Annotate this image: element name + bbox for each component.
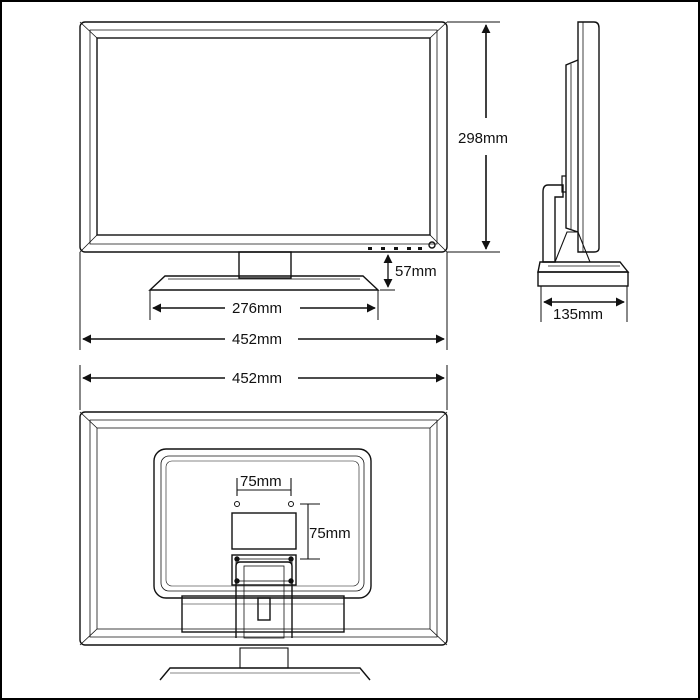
back-label-plate xyxy=(231,512,297,550)
front-height-label: 298mm xyxy=(458,130,508,147)
back-stand-base xyxy=(159,667,371,681)
power-button xyxy=(428,241,436,249)
side-extension-lines xyxy=(540,286,628,322)
dimension-back-width: 452mm xyxy=(82,370,445,387)
dimension-side-depth: 135mm xyxy=(543,297,625,323)
front-stand-base xyxy=(148,275,380,291)
side-rear-housing xyxy=(565,59,579,233)
side-depth-label: 135mm xyxy=(553,306,603,323)
back-width-label: 452mm xyxy=(232,370,282,387)
front-extension-lines xyxy=(79,21,500,350)
back-rear-cover xyxy=(153,448,372,599)
back-extension-lines xyxy=(79,365,448,410)
dimension-front-height: 298mm xyxy=(458,24,508,250)
front-control-buttons xyxy=(368,247,422,250)
front-view xyxy=(79,21,448,320)
dimension-stand-height: 57mm xyxy=(383,254,437,288)
front-width-label: 452mm xyxy=(232,331,282,348)
side-stand-arm xyxy=(542,184,564,263)
front-bezel xyxy=(79,21,448,253)
back-stand-neck xyxy=(235,561,293,638)
vesa-vertical-label: 75mm xyxy=(309,525,351,542)
vesa-screw-holes xyxy=(234,501,294,507)
dimension-vesa-vertical: 75mm xyxy=(300,503,351,560)
dimension-vesa-horizontal: 75mm xyxy=(236,473,292,496)
side-view xyxy=(537,21,630,287)
side-panel xyxy=(577,21,600,253)
back-view xyxy=(79,411,448,681)
front-screen xyxy=(96,37,431,236)
stand-height-label: 57mm xyxy=(395,263,437,280)
base-width-label: 276mm xyxy=(232,300,282,317)
side-stand-base xyxy=(537,261,630,273)
dimension-front-width: 452mm xyxy=(82,331,445,348)
front-stand-neck xyxy=(238,251,292,279)
dimension-base-width: 276mm xyxy=(152,300,376,317)
back-housing xyxy=(79,411,448,646)
side-base-foot xyxy=(537,271,629,287)
vesa-horizontal-label: 75mm xyxy=(240,473,282,490)
back-stand-slot xyxy=(257,597,271,621)
vesa-mount-plate xyxy=(231,554,297,586)
back-hinge-bar xyxy=(181,595,345,633)
